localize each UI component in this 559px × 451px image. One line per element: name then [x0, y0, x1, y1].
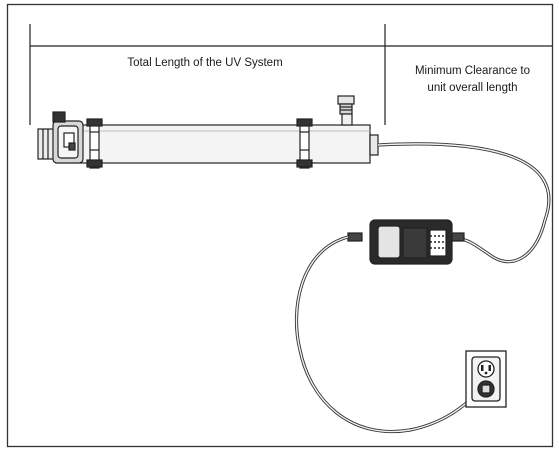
minimum-clearance-label-line2: unit overall length [427, 82, 518, 94]
total-length-label: Total Length of the UV System [127, 57, 283, 69]
uv-reactor [37, 95, 379, 169]
diagram-frame [6, 3, 554, 448]
mounting-clamp-right [296, 118, 313, 169]
inlet-port [52, 111, 66, 123]
ballast-power-supply [347, 219, 465, 265]
outlet-port [341, 113, 353, 126]
outlet-pipe [337, 95, 355, 105]
mounting-clamp-left [86, 118, 103, 169]
dimension-lines [29, 24, 552, 125]
wall-outlet [465, 350, 507, 408]
lamp-end-cap [369, 134, 379, 156]
outlet-socket-top [477, 360, 495, 378]
minimum-clearance-label-line1: Minimum Clearance to [414, 65, 531, 77]
